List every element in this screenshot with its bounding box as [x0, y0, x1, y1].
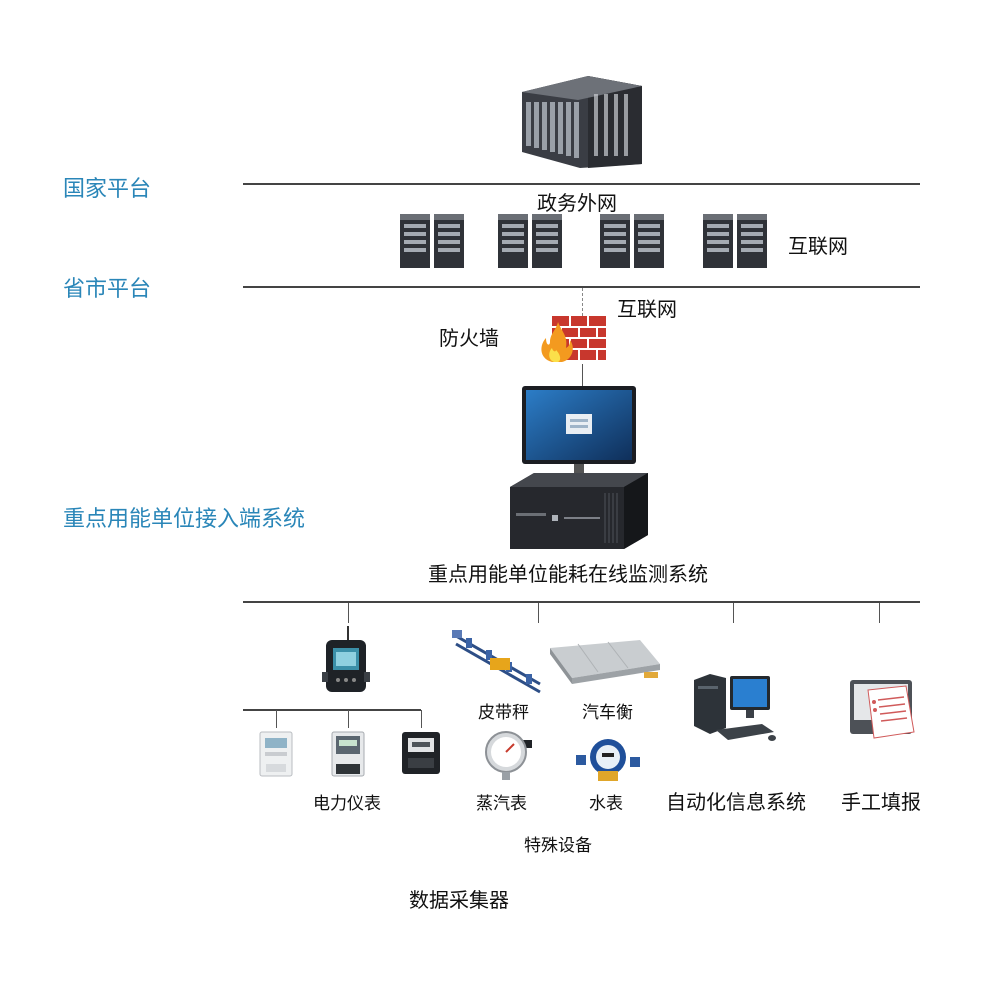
- drop-meter-1: [276, 710, 277, 728]
- national-network-line: [243, 183, 920, 185]
- dashed-connector: [582, 288, 583, 316]
- collector-branch-line: [243, 709, 421, 711]
- monitor-icon: [522, 386, 636, 480]
- data-collector-label: 数据采集器: [409, 888, 509, 912]
- electric-meter-icon: [331, 731, 365, 777]
- internet-label-right: 互联网: [788, 234, 848, 258]
- drop-meter-3: [421, 710, 422, 728]
- drop-auto-info: [733, 603, 734, 623]
- server-rack-icon: [522, 76, 642, 168]
- tower-server-icon: [703, 214, 767, 268]
- drop-collector: [348, 603, 349, 623]
- tower-server-icon: [498, 214, 562, 268]
- firewall-icon: [541, 316, 606, 362]
- level-national: 国家平台: [63, 177, 152, 202]
- provincial-network-line: [243, 286, 920, 288]
- auto-info-system-label: 自动化信息系统: [666, 790, 806, 814]
- host-box-icon: [510, 473, 648, 549]
- belt-scale-icon: [452, 630, 541, 694]
- drop-manual: [879, 603, 880, 623]
- system-title: 重点用能单位能耗在线监测系统: [428, 562, 708, 586]
- drop-special: [538, 603, 539, 623]
- truck-scale-label: 汽车衡: [582, 703, 633, 723]
- gov-extranet-label: 政务外网: [537, 191, 617, 215]
- steam-meter-label: 蒸汽表: [476, 794, 527, 814]
- manual-form-icon: [850, 680, 915, 739]
- level-enterprise: 重点用能单位接入端系统: [63, 507, 306, 532]
- water-meter-label: 水表: [589, 794, 623, 814]
- electric-meter-icon: [402, 732, 440, 774]
- tower-server-icon: [400, 214, 464, 268]
- level-provincial: 省市平台: [63, 277, 152, 302]
- internet-label-below: 互联网: [617, 297, 677, 321]
- special-equipment-label: 特殊设备: [524, 836, 592, 856]
- manual-entry-label: 手工填报: [841, 790, 921, 814]
- belt-scale-label: 皮带秤: [478, 703, 529, 723]
- truck-scale-icon: [550, 640, 660, 684]
- electric-meter-label: 电力仪表: [313, 794, 381, 814]
- collector-icon: [322, 626, 370, 692]
- electric-meter-icon: [259, 731, 293, 777]
- drop-meter-2: [348, 710, 349, 728]
- firewall-label: 防火墙: [439, 326, 499, 350]
- pressure-gauge-icon: [485, 731, 532, 780]
- firewall-to-monitor-line: [582, 364, 583, 386]
- water-meter-icon: [576, 739, 640, 781]
- desktop-computer-icon: [694, 674, 776, 741]
- tower-server-icon: [600, 214, 664, 268]
- enterprise-bus-line: [243, 601, 920, 603]
